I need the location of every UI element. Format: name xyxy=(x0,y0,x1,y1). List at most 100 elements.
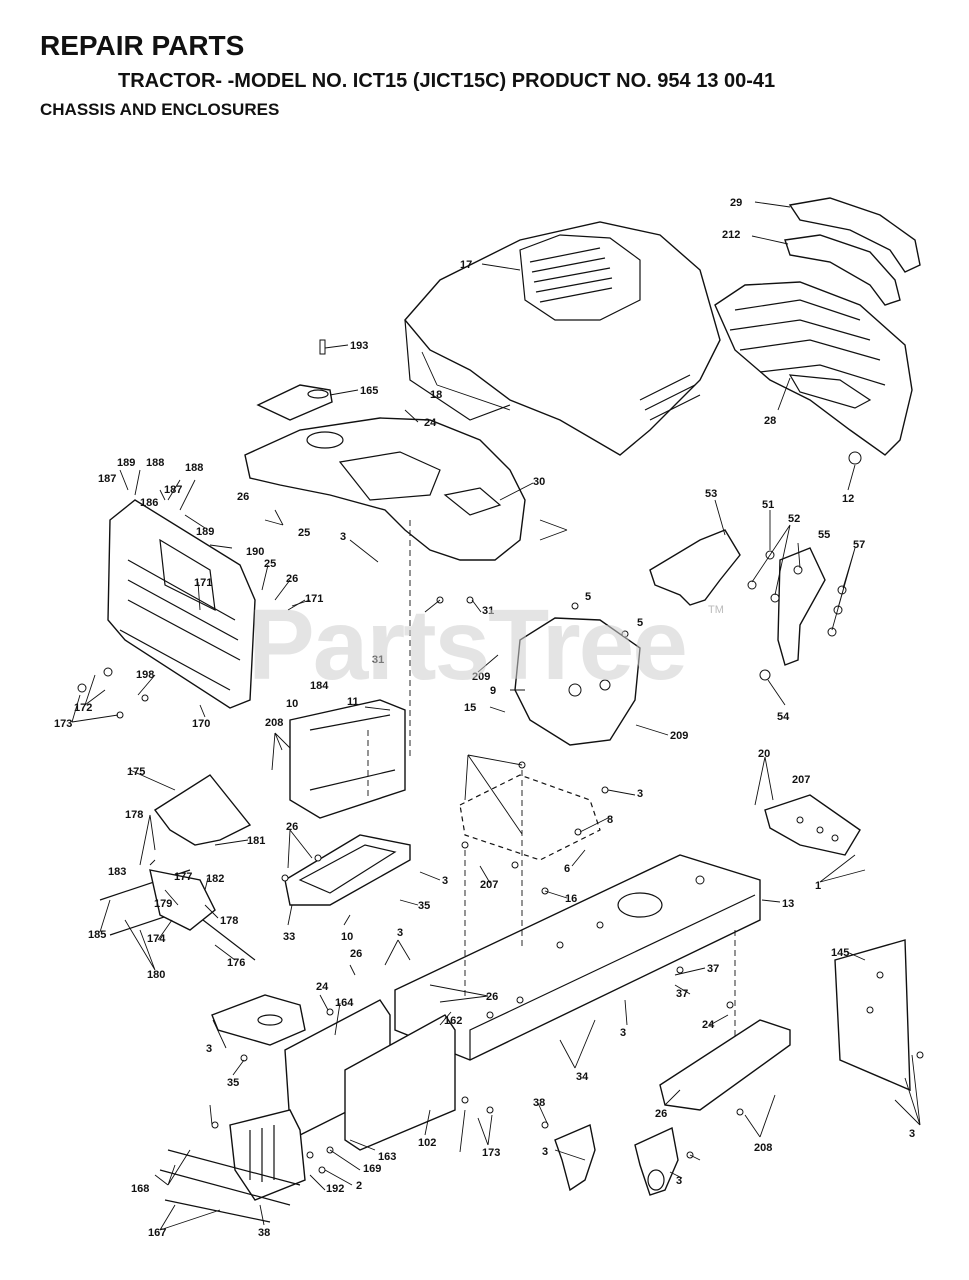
steering-parts xyxy=(99,774,256,961)
callout-label: 3 xyxy=(676,1175,682,1187)
callout-label: 28 xyxy=(764,415,776,427)
callout-label: 10 xyxy=(341,931,353,943)
callout-label: 186 xyxy=(140,497,158,509)
callout-label: 192 xyxy=(326,1183,344,1195)
callout-label: 189 xyxy=(196,526,214,538)
callout-label: 5 xyxy=(585,591,591,603)
callout-label: 183 xyxy=(108,866,126,878)
callout-label: 26 xyxy=(237,491,249,503)
callout-label: 3 xyxy=(620,1027,626,1039)
callout-label: 177 xyxy=(174,871,192,883)
callout-label: 8 xyxy=(607,814,613,826)
callout-label: 26 xyxy=(286,821,298,833)
callout-label: 173 xyxy=(54,718,72,730)
callout-label: 29 xyxy=(730,197,742,209)
callout-label: 187 xyxy=(98,473,116,485)
callout-label: 172 xyxy=(74,702,92,714)
callout-label: 3 xyxy=(637,788,643,800)
callout-label: 13 xyxy=(782,898,794,910)
callout-label: 185 xyxy=(88,929,106,941)
callout-label: 187 xyxy=(164,484,182,496)
side-brackets xyxy=(649,529,826,666)
callout-label: 25 xyxy=(264,558,276,570)
callout-label: 170 xyxy=(192,718,210,730)
callout-label: 180 xyxy=(147,969,165,981)
callout-label: 208 xyxy=(754,1142,772,1154)
callout-label: 175 xyxy=(127,766,145,778)
callout-label: 102 xyxy=(418,1137,436,1149)
callout-label: 18 xyxy=(430,389,442,401)
callout-label: 171 xyxy=(194,577,212,589)
callout-label: 3 xyxy=(206,1043,212,1055)
callout-label: 188 xyxy=(146,457,164,469)
callout-label: 167 xyxy=(148,1227,166,1239)
callout-label: 31 xyxy=(372,654,384,666)
callout-label: 15 xyxy=(464,702,476,714)
callout-label: 57 xyxy=(853,539,865,551)
callout-label: 189 xyxy=(117,457,135,469)
callout-label: 207 xyxy=(480,879,498,891)
model-subtitle: TRACTOR- -MODEL NO. ICT15 (JICT15C) PROD… xyxy=(118,70,776,92)
callout-label: 3 xyxy=(909,1128,915,1140)
callout-label: 188 xyxy=(185,462,203,474)
hood-part xyxy=(404,221,721,456)
callout-label: 209 xyxy=(670,730,688,742)
callout-label: 212 xyxy=(722,229,740,241)
callout-label: 35 xyxy=(418,900,430,912)
callout-label: 24 xyxy=(424,417,437,429)
watermark-trademark: TM xyxy=(708,604,724,616)
main-frame-part xyxy=(394,854,761,1061)
callout-label: 209 xyxy=(472,671,490,683)
center-lines xyxy=(367,520,736,1040)
callout-label: 26 xyxy=(350,948,362,960)
callout-label: 38 xyxy=(258,1227,270,1239)
callout-label: 26 xyxy=(286,573,298,585)
page-title: REPAIR PARTS xyxy=(40,30,245,61)
panel-part xyxy=(289,699,406,819)
callout-label: 11 xyxy=(347,696,359,708)
callout-label: 30 xyxy=(533,476,545,488)
front-hood-shell xyxy=(714,281,913,456)
callout-label: 1 xyxy=(815,880,821,892)
callout-label: 6 xyxy=(564,863,570,875)
lower-plates xyxy=(159,1109,306,1223)
plate-part xyxy=(459,774,601,861)
callout-label: 174 xyxy=(147,933,166,945)
callout-label: 17 xyxy=(460,259,472,271)
bracket-20-part xyxy=(764,794,861,856)
callout-label: 184 xyxy=(310,680,329,692)
dash-console-part xyxy=(244,417,526,561)
callout-numbers: 29 212 17 18 28 12 193 165 24 30 25 26 1… xyxy=(54,197,915,1239)
callout-label: 9 xyxy=(490,685,496,697)
brackets-38-parts xyxy=(554,1124,679,1196)
step-pan-part xyxy=(284,834,411,906)
hardware-bolts xyxy=(77,451,924,1174)
callout-label: 24 xyxy=(316,981,329,993)
callout-label: 33 xyxy=(283,931,295,943)
footrest-part xyxy=(659,1019,791,1111)
watermark-logo: PartsTree xyxy=(248,589,688,701)
callout-label: 193 xyxy=(350,340,368,352)
side-rail-parts xyxy=(284,999,456,1151)
callout-label: 207 xyxy=(792,774,810,786)
callout-label: 38 xyxy=(533,1097,545,1109)
dash-panel-part xyxy=(107,499,256,709)
callout-label: 3 xyxy=(442,875,448,887)
callout-label: 145 xyxy=(831,947,849,959)
bracket-164-part xyxy=(211,994,306,1046)
grille-top-parts xyxy=(784,197,921,306)
callout-label: 164 xyxy=(335,997,354,1009)
callout-label: 37 xyxy=(707,963,719,975)
callout-label: 37 xyxy=(676,988,688,1000)
callout-label: 20 xyxy=(758,748,770,760)
callout-label: 26 xyxy=(655,1108,667,1120)
callout-label: 31 xyxy=(482,605,494,617)
callout-label: 26 xyxy=(486,991,498,1003)
callout-label: 162 xyxy=(444,1015,462,1027)
callout-label: 198 xyxy=(136,669,154,681)
leader-lines xyxy=(71,201,921,1231)
seat-plate-part xyxy=(256,384,333,421)
cover-part xyxy=(514,617,641,746)
callout-label: 34 xyxy=(576,1071,589,1083)
